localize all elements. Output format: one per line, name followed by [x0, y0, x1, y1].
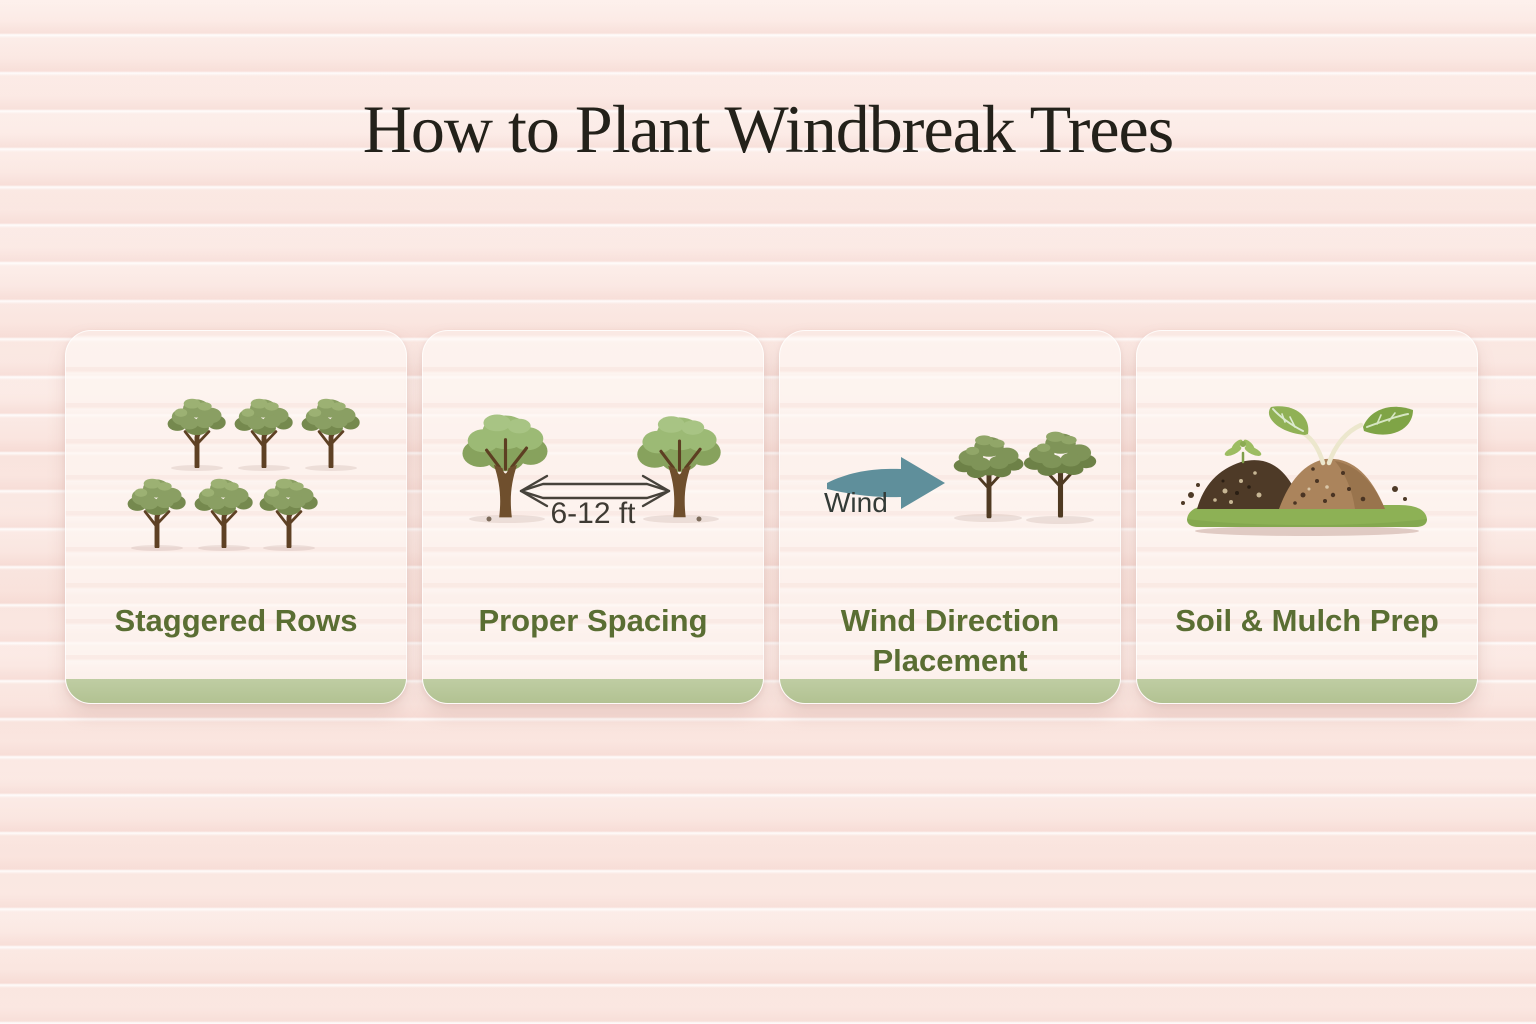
card-soil-mulch: Soil & Mulch Prep: [1136, 330, 1478, 704]
card-staggered-rows: Staggered Rows: [65, 330, 407, 704]
card-footer-strip: [66, 679, 406, 703]
card-wind-direction: Wind Wind Direction Placement: [779, 330, 1121, 704]
card-footer-strip: [780, 679, 1120, 703]
spacing-trees-icon: [460, 412, 723, 523]
staggered-trees-icon: [66, 331, 406, 551]
wind-label: Wind: [824, 487, 888, 518]
card-footer-strip: [1137, 679, 1477, 703]
wind-arrow-trees-icon: [827, 331, 1120, 524]
card-proper-spacing: 6-12 ft Proper Spacing: [422, 330, 764, 704]
spacing-arrow-icon: [519, 474, 671, 508]
cards-row: Staggered Rows 6-12 ft Proper Spacing: [65, 330, 1478, 704]
distance-label: 6-12 ft: [550, 497, 636, 530]
page-title: How to Plant Windbreak Trees: [362, 91, 1174, 167]
card-label: Proper Spacing: [478, 603, 708, 638]
soil-mulch-icon: [1181, 406, 1427, 536]
card-footer-strip: [423, 679, 763, 703]
card-label: Wind Direction Placement: [840, 603, 1060, 678]
card-label: Soil & Mulch Prep: [1175, 603, 1439, 638]
wind-arrow-icon: [827, 457, 945, 509]
card-label: Staggered Rows: [114, 603, 358, 638]
